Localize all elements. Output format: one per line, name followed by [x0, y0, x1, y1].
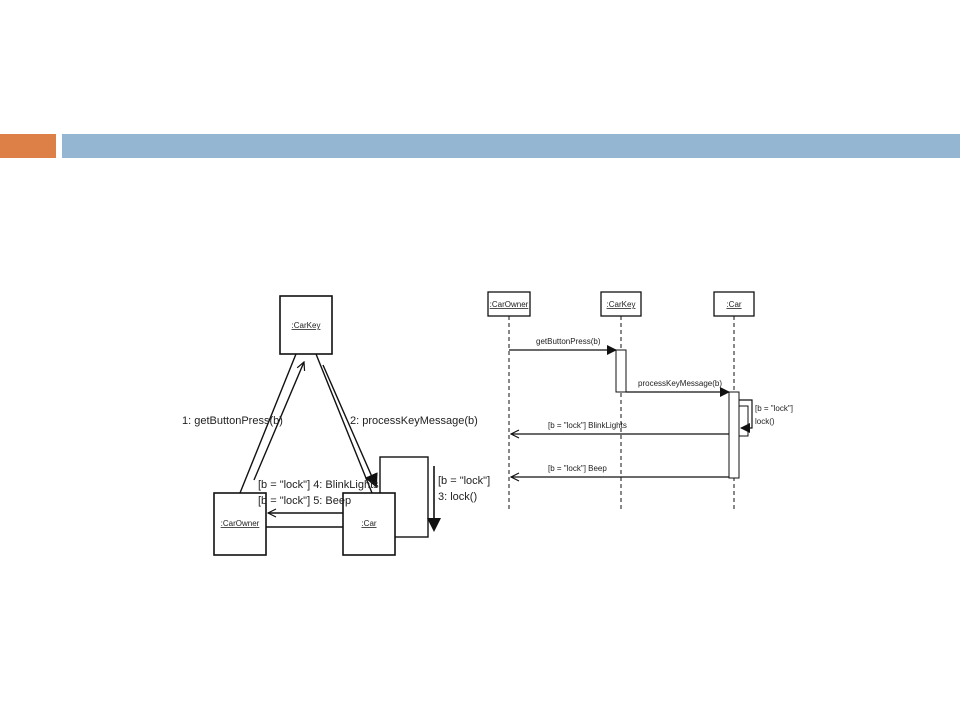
object-carkey-label: :CarKey: [292, 321, 321, 330]
object-carowner: :CarOwner: [213, 492, 267, 556]
arrow-processkeymessage: [322, 364, 378, 488]
seq-message-lock: lock(): [755, 417, 775, 426]
lifeline-carkey-label: :CarKey: [607, 300, 636, 309]
lifeline-carkey: :CarKey: [600, 291, 642, 512]
message-getbuttonpress: 1: getButtonPress(b): [182, 415, 283, 427]
object-carkey: :CarKey: [279, 295, 333, 355]
seq-message-blinklights: [b = "lock"] BlinkLights: [548, 421, 627, 430]
message-processkeymessage: 2: processKeyMessage(b): [350, 415, 478, 427]
message-beep: [b = "lock"] 5: Beep: [258, 495, 351, 507]
message-lock: 3: lock(): [438, 491, 477, 503]
activation-carkey: [615, 349, 627, 393]
sequence-diagram: :CarOwner :CarKey :Car getButtonPress(b)…: [487, 291, 793, 512]
object-car: :Car: [342, 456, 429, 556]
seq-message-processkeymessage: processKeyMessage(b): [638, 379, 722, 388]
link-carowner-carkey: [239, 353, 297, 494]
message-blinklights: [b = "lock"] 4: BlinkLights: [258, 479, 379, 491]
lifeline-carowner: :CarOwner: [487, 291, 531, 512]
message-lock-guard: [b = "lock"]: [438, 475, 490, 487]
activation-car-self: [738, 405, 749, 437]
activation-car: [728, 391, 740, 479]
title-bar: [62, 134, 960, 158]
seq-message-beep: [b = "lock"] Beep: [548, 464, 607, 473]
lifeline-car-label: :Car: [726, 300, 741, 309]
collaboration-diagram: :CarKey :CarOwner :Car 1: getButtonPress…: [182, 295, 490, 556]
accent-bar: [0, 134, 56, 158]
seq-message-getbuttonpress: getButtonPress(b): [536, 337, 601, 346]
arrow-seq-lock: [739, 399, 753, 433]
seq-message-lock-guard: [b = "lock"]: [755, 404, 793, 413]
object-carowner-label: :CarOwner: [221, 519, 260, 528]
arrow-getbuttonpress: [253, 362, 304, 481]
object-car-label: :Car: [361, 519, 376, 528]
lifeline-carowner-label: :CarOwner: [490, 300, 529, 309]
link-carkey-car: [315, 353, 373, 494]
